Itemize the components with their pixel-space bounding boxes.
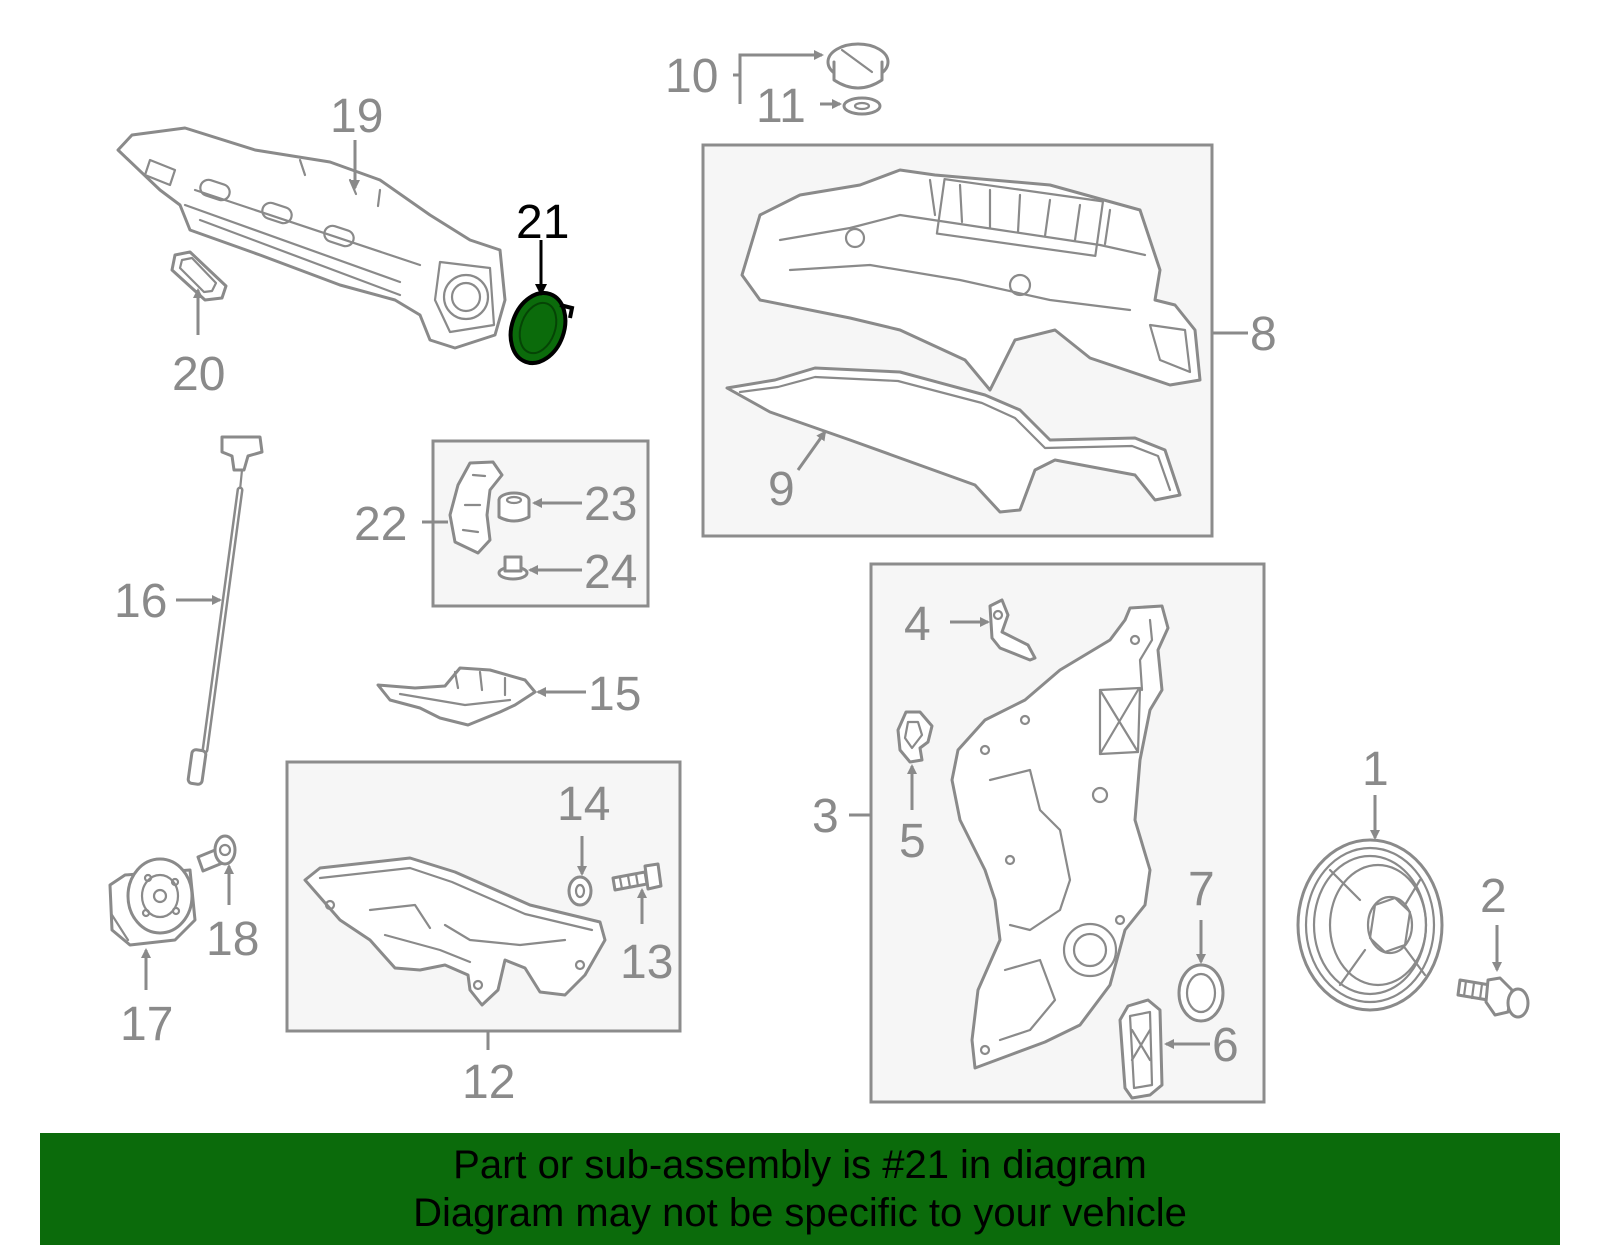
bolt-part-2[interactable] xyxy=(1456,976,1530,1019)
callout-5[interactable]: 5 xyxy=(899,815,926,868)
seal-part-7[interactable] xyxy=(1177,963,1225,1023)
valve-cover-gasket-part[interactable] xyxy=(725,366,1182,514)
callout-1[interactable]: 1 xyxy=(1362,743,1389,796)
washer-part[interactable] xyxy=(567,875,593,907)
callout-23[interactable]: 23 xyxy=(584,478,637,531)
callout-2[interactable]: 2 xyxy=(1480,870,1507,923)
bracket-part[interactable] xyxy=(448,460,504,555)
callout-labels: 1 2 3 4 5 6 7 8 9 10 11 12 13 14 15 16 1… xyxy=(114,50,1507,1109)
dipstick-part[interactable] xyxy=(186,435,264,786)
banner-line-1: Part or sub-assembly is #21 in diagram xyxy=(453,1143,1147,1187)
callout-18[interactable]: 18 xyxy=(206,913,259,966)
crankshaft-pulley-part[interactable] xyxy=(1296,838,1444,1012)
callout-9[interactable]: 9 xyxy=(768,463,795,516)
callout-20[interactable]: 20 xyxy=(172,348,225,401)
info-banner: Part or sub-assembly is #21 in diagram D… xyxy=(40,1133,1560,1245)
callout-10[interactable]: 10 xyxy=(665,50,718,103)
callout-12[interactable]: 12 xyxy=(462,1056,515,1109)
callout-15[interactable]: 15 xyxy=(588,668,641,721)
callout-6[interactable]: 6 xyxy=(1212,1019,1239,1072)
bolt-part-13[interactable] xyxy=(611,862,663,892)
callout-8[interactable]: 8 xyxy=(1250,308,1277,361)
oil-filler-cap-part[interactable] xyxy=(826,42,890,90)
drain-bolt-part-18[interactable] xyxy=(196,834,237,873)
baffle-plate-part[interactable] xyxy=(376,666,537,727)
intake-manifold-part[interactable] xyxy=(116,126,507,350)
callout-13[interactable]: 13 xyxy=(620,936,673,989)
callout-21-highlighted[interactable]: 21 xyxy=(516,196,569,249)
callout-22[interactable]: 22 xyxy=(354,498,407,551)
valve-cover-part[interactable] xyxy=(740,168,1202,392)
callout-4[interactable]: 4 xyxy=(904,598,931,651)
oil-pan-part[interactable] xyxy=(303,856,607,1007)
callout-3[interactable]: 3 xyxy=(812,790,839,843)
sensor-part-4[interactable] xyxy=(988,598,1037,662)
seal-part-21-highlighted[interactable] xyxy=(501,285,575,370)
timing-cover-part[interactable] xyxy=(950,604,1170,1070)
callout-19[interactable]: 19 xyxy=(330,90,383,143)
callout-14[interactable]: 14 xyxy=(557,778,610,831)
callout-7[interactable]: 7 xyxy=(1188,863,1215,916)
bushing-part[interactable] xyxy=(497,491,531,523)
o-ring-part[interactable] xyxy=(842,96,882,116)
leader-lines xyxy=(141,50,1502,1050)
gasket-part-5[interactable] xyxy=(896,710,934,764)
callout-16[interactable]: 16 xyxy=(114,575,167,628)
callout-11[interactable]: 11 xyxy=(756,80,806,133)
cover-plate-part[interactable] xyxy=(1118,998,1164,1100)
banner-line-2: Diagram may not be specific to your vehi… xyxy=(413,1191,1187,1235)
bolt-part-24[interactable] xyxy=(497,555,529,581)
callout-17[interactable]: 17 xyxy=(120,998,173,1051)
oil-filter-part[interactable] xyxy=(108,857,197,947)
manifold-gasket-part[interactable] xyxy=(170,250,228,302)
callout-24[interactable]: 24 xyxy=(584,546,637,599)
